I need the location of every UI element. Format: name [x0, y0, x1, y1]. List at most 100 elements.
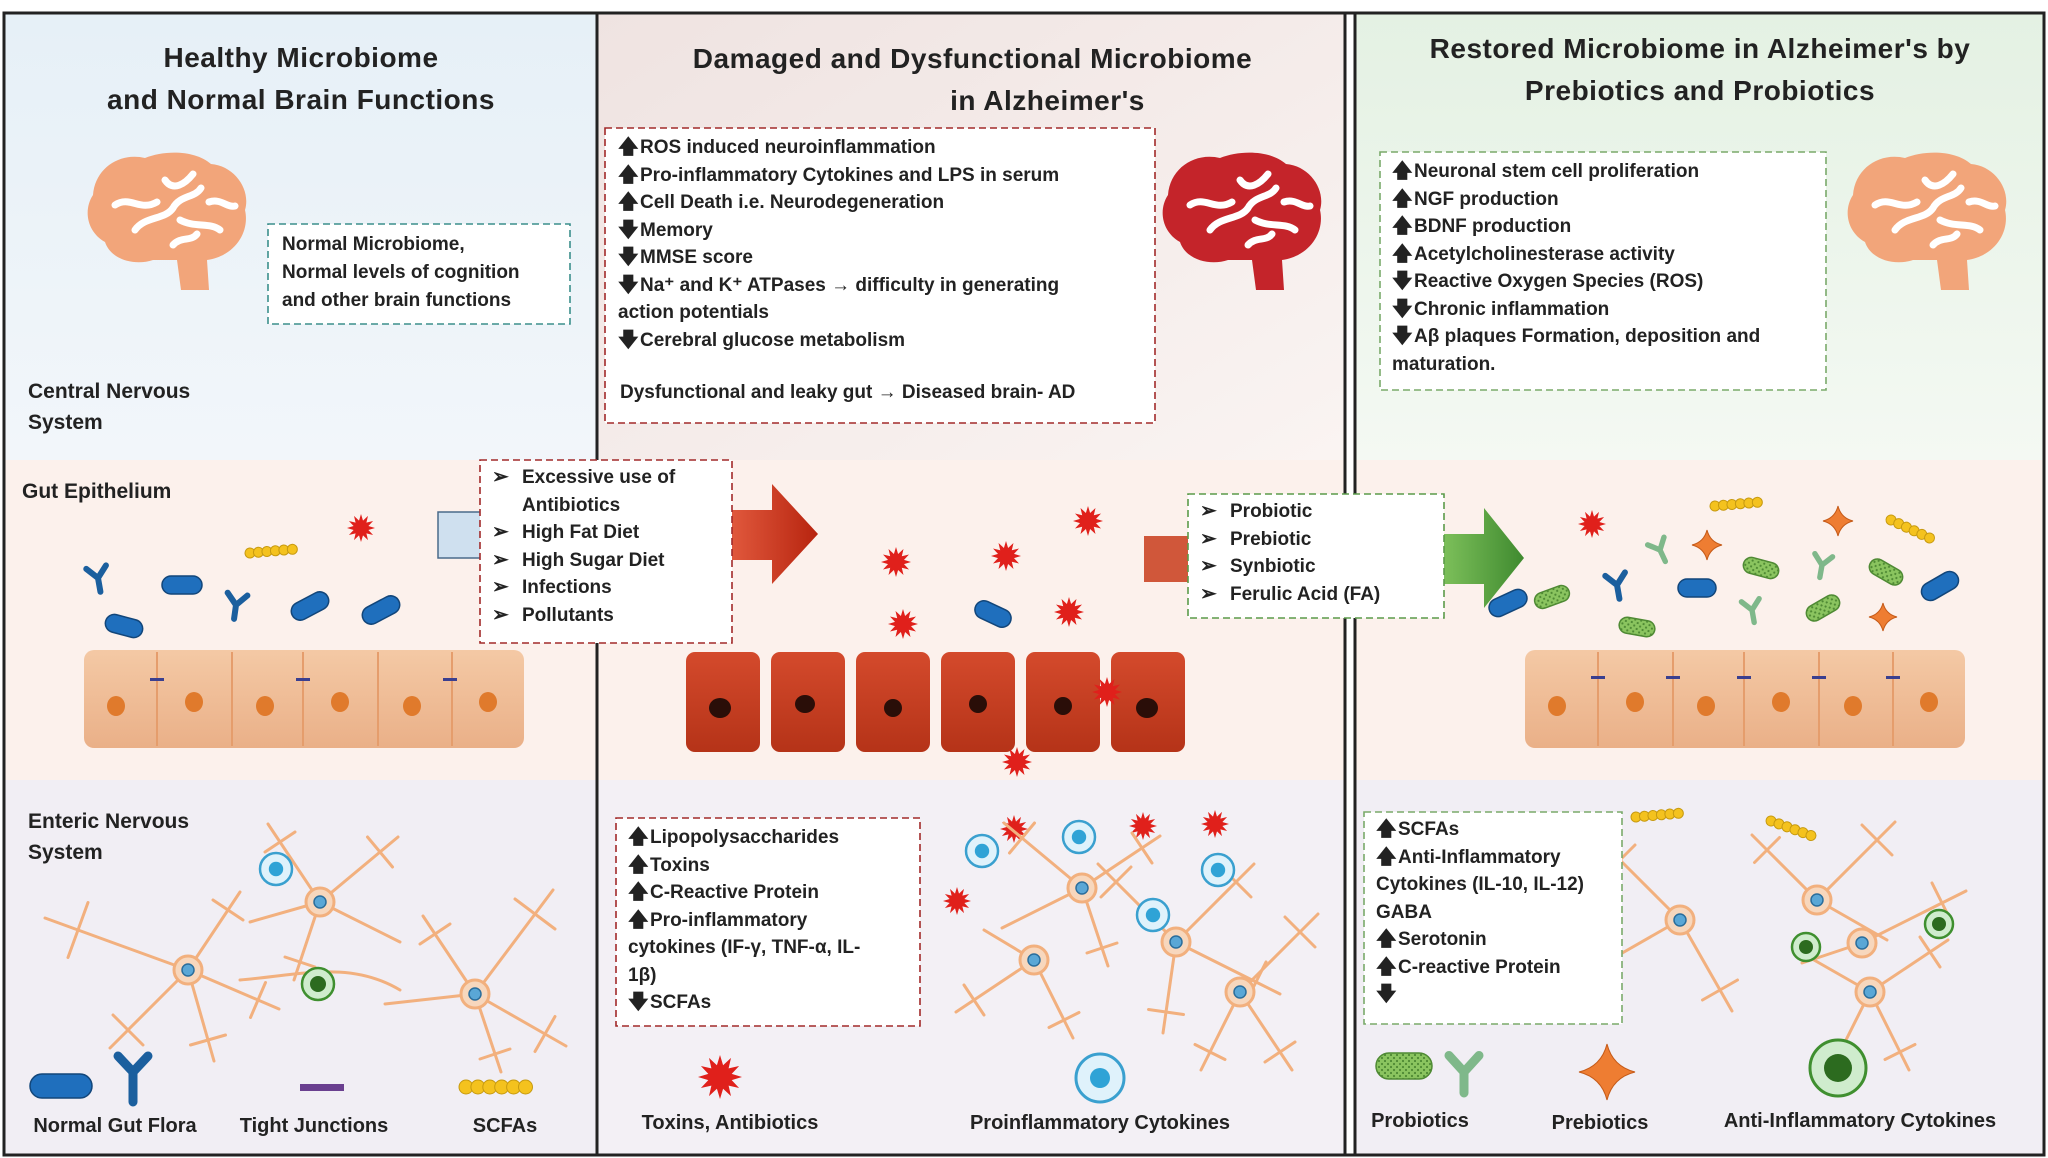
legend-normal-gut-flora-icon [29, 1051, 153, 1107]
list-item-text: High Sugar Diet [522, 549, 665, 571]
arrow-to-damaged [437, 484, 818, 584]
damaged-gut-effect-item: 🡅Pro-inflammatory [628, 907, 908, 935]
legend-toxin-icon [698, 1055, 742, 1099]
cause-item: ➢High Sugar Diet [492, 547, 722, 575]
legend-tight-junctions-label: Tight Junctions [239, 1115, 389, 1137]
down-arrow-icon: 🡇 [618, 218, 639, 241]
toxin-icon [943, 887, 971, 915]
antibody-flora-icon [83, 562, 109, 595]
chevron-bullet-icon: ➢ [492, 466, 509, 488]
damaged-gut-effect-item: 🡅C-Reactive Protein [628, 879, 908, 907]
legend-proinflammatory-label: Proinflammatory Cytokines [969, 1112, 1231, 1134]
damaged-effect-item: 🡇Cerebral glucose metabolism [618, 327, 1138, 355]
up-arrow-icon: 🡅 [628, 826, 649, 848]
restored-gut-effect-item: 🡅Anti-Inflammatory [1376, 844, 1612, 872]
cause-item: ➢Infections [492, 574, 722, 602]
scfa-icon [458, 1079, 533, 1095]
down-arrow-icon: 🡇 [1376, 983, 1397, 1005]
toxin-icon [888, 609, 918, 639]
dashed-boxes [267, 127, 1827, 1027]
antibody-flora-icon [1812, 550, 1836, 581]
restored-effect-item: maturation. [1392, 351, 1814, 379]
list-item-text: C-reactive Protein [1398, 956, 1561, 978]
up-arrow-icon: 🡅 [618, 136, 639, 158]
down-arrow-icon: 🡇 [618, 246, 639, 268]
list-item-text: Acetylcholinesterase activity [1414, 243, 1675, 265]
up-arrow-icon: 🡅 [1376, 928, 1397, 950]
treatment-item: ➢Synbiotic [1200, 553, 1434, 581]
list-item-text: Excessive use of [522, 467, 676, 488]
treatment-item: ➢ Probiotic [1200, 498, 1434, 526]
prebiotic-icon [1868, 602, 1898, 632]
down-arrow-icon: 🡇 [628, 991, 649, 1013]
toxin-icon [1002, 747, 1032, 777]
legend-probiotic-icon [1375, 1051, 1484, 1098]
microbes-layer [83, 496, 1960, 915]
cause-item: ➢High Fat Diet [492, 519, 722, 547]
legend-scfas-label: SCFAs [472, 1115, 538, 1137]
restored-title: Restored Microbiome in Alzheimer's by Pr… [1429, 33, 1971, 106]
up-arrow-icon: 🡅 [1376, 845, 1397, 868]
list-item-text: maturation. [1392, 353, 1496, 375]
down-arrow-icon: 🡇 [1392, 270, 1413, 292]
list-item-text: High Fat Diet [522, 522, 640, 543]
damaged-effect-item: 🡅Cell Death i.e. Neurodegeneration [618, 189, 1138, 217]
scfa-icon [1765, 815, 1817, 842]
list-item-text: Toxins [650, 854, 710, 876]
restored-effect-item: 🡇Aβ plaques Formation, deposition and [1392, 323, 1814, 351]
antibody-flora-icon [1738, 595, 1762, 626]
arrow-to-restored [1144, 508, 1524, 608]
restored-effect-item: 🡅BDNF production [1392, 213, 1814, 241]
toxin-icon [1000, 815, 1028, 843]
cause-item: ➢Pollutants [492, 602, 722, 630]
gut-flora-icon [974, 600, 1012, 628]
scfa-icon [1885, 514, 1936, 544]
list-item-text: SCFAs [650, 992, 712, 1013]
list-item-text: C-Reactive Protein [650, 882, 819, 903]
damaged-effect-item: 🡅ROS induced neuroinflammation [618, 134, 1138, 162]
toxin-icon [347, 514, 375, 542]
restored-gut-effect-item: 🡅C-reactive Protein [1376, 954, 1612, 982]
list-item-text: Chronic inflammation [1414, 298, 1610, 320]
cytokine-cells-layer [258, 819, 1955, 1002]
ens-label: Enteric Nervous System [28, 810, 190, 864]
probiotic-icon [1742, 556, 1780, 580]
up-arrow-icon: 🡅 [628, 881, 649, 903]
list-item-text: Probiotic [1230, 501, 1313, 522]
chevron-bullet-icon: ➢ [1200, 500, 1217, 522]
list-item-text: ROS induced neuroinflammation [640, 137, 936, 158]
damaged-gut-effects-box: 🡅Lipopolysaccharides🡅Toxins🡅C-Reactive P… [620, 824, 916, 1017]
gut-flora-icon [361, 595, 401, 625]
legend-probiotics-label: Probiotics [1371, 1110, 1469, 1132]
damaged-effect-item: 🡅Pro-inflammatory Cytokines and LPS in s… [618, 162, 1138, 190]
up-arrow-icon: 🡅 [618, 191, 639, 213]
probiotic-icon [1533, 584, 1571, 610]
healthy-info-box: Normal Microbiome, Normal levels of cogn… [282, 234, 520, 311]
cause-item: ➢ Excessive use of [492, 464, 722, 492]
toxin-icon [881, 547, 911, 577]
restored-epithelium [1525, 650, 1965, 748]
restored-gut-effect-item: 🡅Serotonin [1376, 926, 1612, 954]
scfa-icon [1709, 496, 1763, 512]
toxin-icon [1054, 597, 1084, 627]
list-item-text: SCFAs [1398, 819, 1460, 840]
neurons-layer [43, 820, 1968, 1074]
toxin-icon [1578, 510, 1606, 538]
list-item-text: BDNF production [1414, 216, 1572, 237]
chevron-bullet-icon: ➢ [1200, 555, 1217, 577]
damaged-effect-item: 🡇Memory [618, 217, 1138, 245]
healthy-epithelium [84, 650, 524, 748]
list-item-text: Cell Death i.e. Neurodegeneration [640, 192, 945, 213]
restored-gut-effect-item: 🡅SCFAs [1376, 816, 1612, 844]
legend-tight-junction-icon [300, 1084, 344, 1091]
up-arrow-icon: 🡅 [1392, 160, 1413, 182]
restored-effect-item: 🡅Neuronal stem cell proliferation [1392, 158, 1814, 186]
legend-scfa-icon [458, 1079, 533, 1095]
chevron-bullet-icon: ➢ [492, 603, 509, 626]
damaged-effect-item: action potentials [618, 299, 1138, 327]
list-item-text: MMSE score [640, 247, 753, 268]
prebiotic-icon [1822, 505, 1854, 537]
up-arrow-icon: 🡅 [1376, 818, 1397, 840]
prebiotic-icon [1691, 529, 1723, 561]
up-arrow-icon: 🡅 [1376, 955, 1397, 978]
